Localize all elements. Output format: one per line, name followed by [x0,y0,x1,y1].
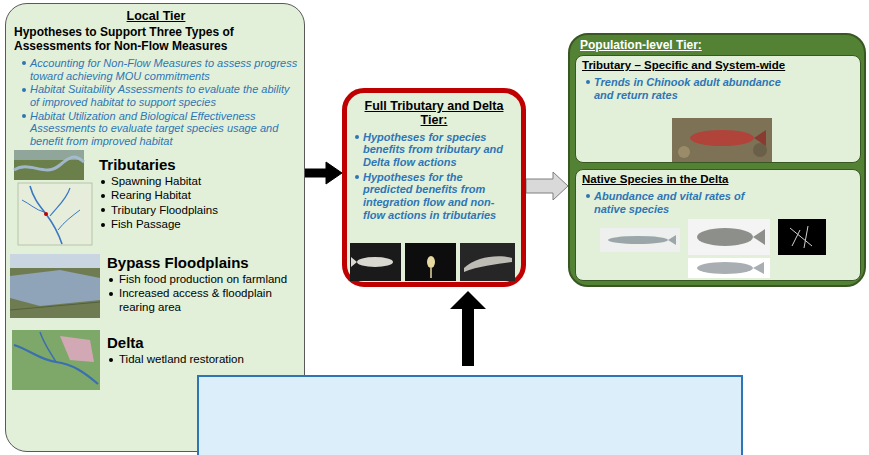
map-river [50,188,70,216]
salmon-body [690,130,754,146]
fish-tail [753,229,765,245]
input-box [198,376,742,455]
bullet-text: Habitat Suitability Assessments to evalu… [20,83,298,108]
stone [753,143,767,157]
larva-body [427,256,435,268]
sub-panel: Native Species in the DeltaAbundance and… [575,169,861,281]
panel-heading: Local Tier [14,9,298,23]
aerial-photo [14,150,84,180]
bullet-text: Accounting for Non-Flow Measures to asse… [20,57,298,82]
block-arrow [526,172,568,200]
larva-tail [430,268,432,278]
fish-body [697,262,753,274]
panel-heading: Native Species in the Delta [582,173,852,186]
bullet-text: Spawning Habitat [99,175,299,188]
bullet-text: Trends in Chinook adult abundance and re… [584,76,784,101]
delta-channel [14,345,98,384]
fish-photo [350,243,401,281]
river-line [14,157,84,170]
fish-body [357,257,393,267]
bullet-text: Fish Passage [99,218,299,231]
sturgeon-body [464,256,512,272]
tier-panel: Tributary – Specific and System-wideTren… [568,33,866,287]
map-river [22,200,44,212]
map-marker [44,212,48,216]
text-group: Native Species in the Delta [582,173,852,186]
text-group: Full Tributary and Delta Tier: Hypotheses… [353,99,515,223]
panel-subheading: Hypotheses to Support Three Types of Ass… [14,26,298,54]
floodplain-photo [10,254,100,318]
stone [678,146,690,158]
smelt-photo [600,228,680,252]
text-group: Population-level Tier: [580,39,850,53]
fish-body [697,228,753,246]
section-heading: Bypass Floodplains [107,254,299,271]
sky-band [14,150,84,160]
salmon-tail [754,130,766,146]
bullet-text: Hypotheses for the predicted benefits fr… [353,171,515,222]
bullet-text: Habitat Utilization and Biological Effec… [20,110,298,148]
text-group: TributariesSpawning HabitatRearing Habit… [99,156,299,232]
section-heading: Delta [107,334,299,351]
fish-tail [351,257,357,267]
bullet-text: Rearing Habitat [99,189,299,202]
up-arrow [450,291,486,366]
sky-band [10,254,100,268]
fish-tail [753,262,764,274]
text-group: Local TierHypotheses to Support Three Ty… [14,9,298,148]
map-river [58,210,80,230]
bullet-text: Increased access & floodplain rearing ar… [107,287,299,313]
text-group: Bypass FloodplainsFish food production o… [107,254,299,315]
salmon-photo [672,118,772,162]
text-group: Abundance and vital rates of native spec… [584,190,764,217]
panel-heading: Full Tributary and Delta Tier: [353,99,515,128]
smelt-body [608,236,668,244]
fish-photo [688,258,770,278]
sturgeon-photo [460,243,515,281]
map-river [30,186,62,244]
watershed-map [18,183,92,245]
smelt-tail [668,235,676,245]
bullet-text: Hypotheses for species benefits from tri… [353,131,515,169]
plankton-shape [790,226,812,248]
bullet-text: Fish food production on farmland [107,273,299,286]
flood-water [10,270,100,306]
text-group: DeltaTidal wetland restoration [107,334,299,367]
delta-region [60,336,94,362]
text-group: Trends in Chinook adult abundance and re… [584,76,784,103]
sub-panel: Tributary – Specific and System-wideTren… [575,55,861,163]
bullet-text: Tidal wetland restoration [107,353,299,366]
text-group: Tributary – Specific and System-wide [582,59,852,72]
tier-panel: Local TierHypotheses to Support Three Ty… [5,3,305,452]
levee-line [10,302,100,310]
panel-heading: Tributary – Specific and System-wide [582,59,852,72]
delta-map [12,330,100,390]
bullet-text: Tributary Floodplains [99,204,299,217]
bullet-text: Abundance and vital rates of native spec… [584,190,764,215]
section-heading: Tributaries [99,156,299,173]
tier-panel: Full Tributary and Delta Tier: Hypotheses… [342,88,526,287]
flow-arrow [305,162,342,184]
panel-heading: Population-level Tier: [580,39,850,53]
larva-photo [405,243,456,281]
delta-channel [40,332,56,362]
plankton-photo [778,219,826,255]
fish-photo [688,219,770,255]
